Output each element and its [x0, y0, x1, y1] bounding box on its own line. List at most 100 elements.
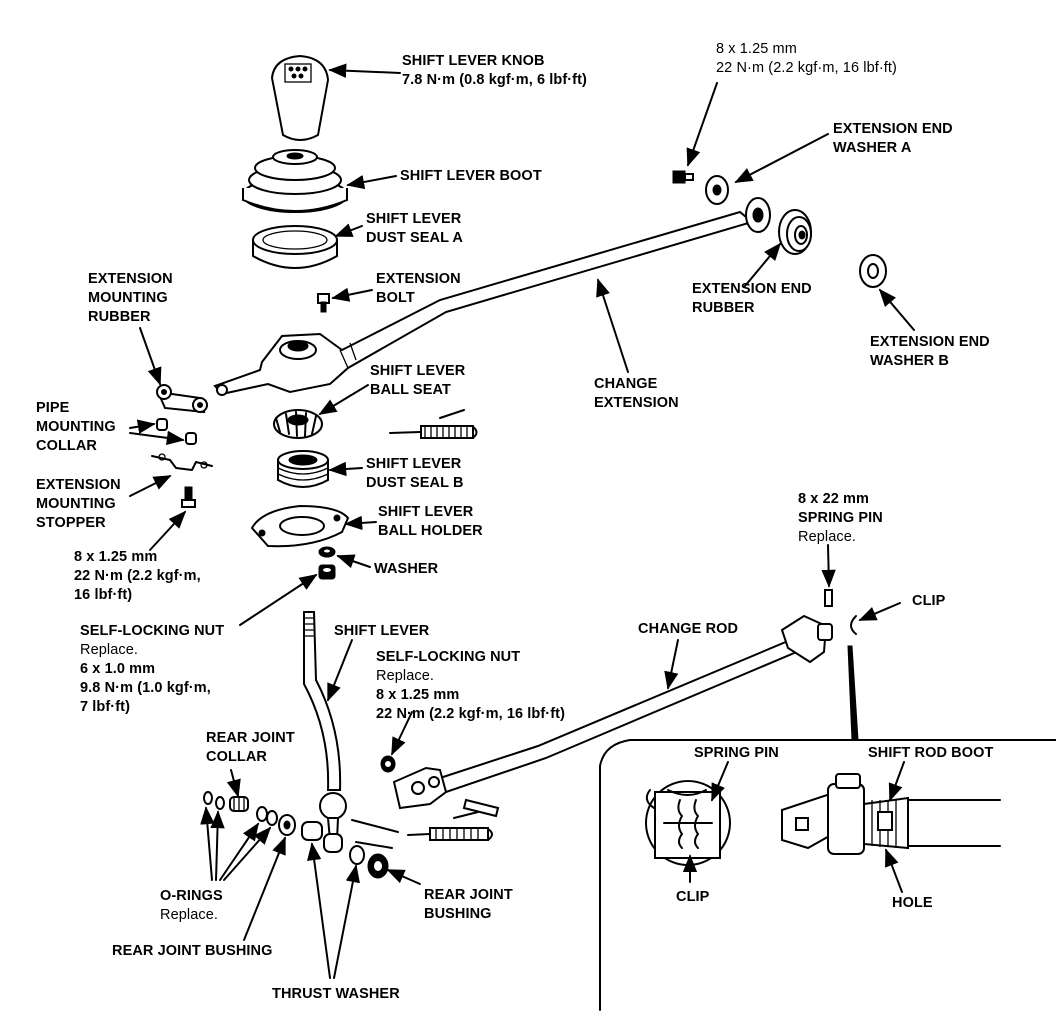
shift-lever-ball-seat-part: [273, 409, 323, 439]
label-line: COLLAR: [36, 438, 98, 454]
label-bolt-spec-top: 8 x 1.25 mm 22 N·m (2.2 kgf·m, 16 lbf·ft…: [716, 40, 897, 78]
label-shift-lever-dust-seal-a: SHIFT LEVER DUST SEAL A: [366, 210, 463, 248]
label-line: SHIFT LEVER KNOB: [402, 53, 545, 69]
shift-lever-part: [303, 611, 347, 841]
label-line: EXTENSION: [36, 477, 121, 493]
label-line: SHIFT LEVER: [334, 623, 430, 639]
label-line: EXTENSION: [376, 271, 461, 287]
label-line: 6 x 1.0 mm: [80, 661, 156, 677]
label-self-locking-nut-left: SELF-LOCKING NUT Replace. 6 x 1.0 mm 9.8…: [80, 622, 224, 717]
select-spring-upper-part: [389, 409, 478, 439]
label-line: SHIFT LEVER: [378, 504, 474, 520]
label-line: Replace.: [80, 642, 139, 658]
leader-lines: [129, 63, 915, 979]
label-change-extension: CHANGE EXTENSION: [594, 375, 679, 413]
label-pipe-mounting-collar: PIPE MOUNTING COLLAR: [36, 399, 116, 456]
label-line: Replace.: [160, 907, 219, 923]
dust-seal-a-part: [252, 225, 338, 269]
label-line: REAR JOINT: [206, 730, 295, 746]
label-line: EXTENSION END: [833, 121, 953, 137]
label-line: SPRING PIN: [694, 745, 779, 761]
label-line: SELF-LOCKING NUT: [376, 649, 521, 665]
label-line: HOLE: [892, 895, 933, 911]
label-line: WASHER A: [833, 140, 912, 156]
extension-end-washer-a-part: [672, 170, 729, 205]
label-line: SHIFT LEVER: [370, 363, 466, 379]
self-locking-nut-part: [318, 564, 336, 580]
label-line: REAR JOINT BUSHING: [112, 943, 273, 959]
label-rear-joint-bushing-right: REAR JOINT BUSHING: [424, 886, 513, 924]
label-line: THRUST WASHER: [272, 986, 400, 1002]
label-line: PIPE: [36, 400, 70, 416]
label-line: RUBBER: [88, 309, 151, 325]
label-line: CHANGE ROD: [638, 621, 739, 637]
label-line: SELF-LOCKING NUT: [80, 623, 225, 639]
label-shift-lever: SHIFT LEVER: [334, 622, 429, 641]
label-line: 22 N·m (2.2 kgf·m, 16 lbf·ft): [716, 60, 897, 76]
shift-lever-knob-part: [270, 54, 330, 141]
label-spring-pin-spec: 8 x 22 mm SPRING PIN Replace.: [798, 490, 883, 547]
label-rear-joint-bushing-left: REAR JOINT BUSHING: [112, 942, 273, 961]
label-line: EXTENSION END: [692, 281, 812, 297]
label-extension-mounting-stopper: EXTENSION MOUNTING STOPPER: [36, 476, 121, 533]
label-spring-pin-detail: SPRING PIN: [694, 744, 779, 763]
shift-lever-ball-holder-part: [250, 504, 350, 548]
label-line: 7 lbf·ft): [80, 699, 131, 715]
label-line: Replace.: [798, 529, 857, 545]
label-line: SHIFT LEVER BOOT: [400, 168, 542, 184]
label-line: MOUNTING: [36, 419, 116, 435]
select-spring-lower-part: [407, 811, 493, 841]
label-extension-bolt: EXTENSION BOLT: [376, 270, 461, 308]
label-line: 7.8 N·m (0.8 kgf·m, 6 lbf·ft): [402, 72, 587, 88]
label-clip-top: CLIP: [912, 592, 945, 611]
label-line: SHIFT LEVER: [366, 456, 462, 472]
label-line: RUBBER: [692, 300, 755, 316]
label-line: DUST SEAL A: [366, 230, 463, 246]
label-shift-rod-boot: SHIFT ROD BOOT: [868, 744, 993, 763]
label-line: CLIP: [912, 593, 946, 609]
label-extension-end-washer-a: EXTENSION END WASHER A: [833, 120, 953, 158]
washer-part: [318, 546, 336, 558]
label-shift-lever-ball-seat: SHIFT LEVER BALL SEAT: [370, 362, 465, 400]
label-shift-lever-ball-holder: SHIFT LEVER BALL HOLDER: [378, 503, 483, 541]
label-washer: WASHER: [374, 560, 438, 579]
label-hole: HOLE: [892, 894, 933, 913]
label-line: DUST SEAL B: [366, 475, 464, 491]
pipe-mounting-collar-part: [156, 418, 197, 445]
label-line: 9.8 N·m (1.0 kgf·m,: [80, 680, 211, 696]
label-extension-end-washer-b: EXTENSION END WASHER B: [870, 333, 990, 371]
label-clip-detail: CLIP: [676, 888, 709, 907]
label-line: O-RINGS: [160, 888, 223, 904]
label-line: BOLT: [376, 290, 415, 306]
label-line: SPRING PIN: [798, 510, 883, 526]
label-rear-joint-collar: REAR JOINT COLLAR: [206, 729, 295, 767]
label-line: EXTENSION: [88, 271, 173, 287]
rear-joint-parts: [203, 791, 399, 879]
label-line: BALL HOLDER: [378, 523, 483, 539]
label-line: BALL SEAT: [370, 382, 451, 398]
label-o-rings: O-RINGS Replace.: [160, 887, 223, 925]
dust-seal-b-part: [277, 450, 329, 488]
label-bolt-spec-left: 8 x 1.25 mm 22 N·m (2.2 kgf·m, 16 lbf·ft…: [74, 548, 201, 605]
label-shift-lever-boot: SHIFT LEVER BOOT: [400, 167, 542, 186]
label-extension-end-rubber: EXTENSION END RUBBER: [692, 280, 812, 318]
label-line: 8 x 1.25 mm: [376, 687, 460, 703]
label-shift-lever-dust-seal-b: SHIFT LEVER DUST SEAL B: [366, 455, 464, 493]
label-line: COLLAR: [206, 749, 268, 765]
label-line: 8 x 1.25 mm: [74, 549, 158, 565]
label-line: EXTENSION: [594, 395, 679, 411]
label-line: 22 N·m (2.2 kgf·m,: [74, 568, 201, 584]
label-line: 16 lbf·ft): [74, 587, 133, 603]
label-line: MOUNTING: [36, 496, 116, 512]
extension-bolt-part: [317, 293, 330, 313]
stopper-bolt-part: [181, 486, 196, 508]
extension-mounting-stopper-part: [151, 453, 213, 471]
label-line: SHIFT LEVER: [366, 211, 462, 227]
shift-lever-boot-part: [242, 149, 348, 213]
label-line: BUSHING: [424, 906, 492, 922]
label-line: Replace.: [376, 668, 435, 684]
label-line: EXTENSION END: [870, 334, 990, 350]
label-line: CHANGE: [594, 376, 658, 392]
label-line: STOPPER: [36, 515, 106, 531]
